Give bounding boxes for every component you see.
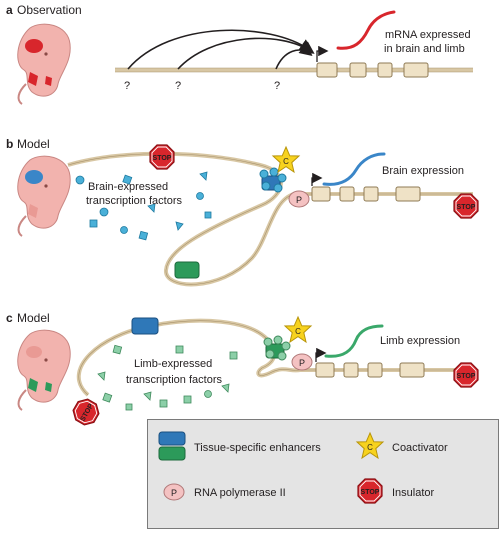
brain-factors-line1: Brain-expressed <box>88 181 168 193</box>
panel-a-letter: a <box>6 3 13 17</box>
mrna-observed <box>336 10 396 50</box>
coactivator-star-b: C <box>271 145 301 174</box>
transcription-start-arrow-b <box>311 172 323 186</box>
coactivator-letter: C <box>295 327 301 336</box>
panel-b-title: Model <box>17 137 50 151</box>
stop-sign-insulator-b1: STOP <box>149 144 175 170</box>
gene-exons-c <box>315 362 425 378</box>
limb-transcription-factors <box>97 344 238 411</box>
embryo-icon-limb <box>17 329 71 411</box>
stop-sign-text: STOP <box>153 155 172 162</box>
stop-sign-insulator-c2: STOP <box>453 362 479 388</box>
transcription-start-arrow-c <box>315 347 327 362</box>
mrna-label-line1: mRNA expressed <box>385 29 471 41</box>
legend-polymerase-icon: P <box>163 483 185 501</box>
limb-expression-label: Limb expression <box>380 335 460 347</box>
panel-b-letter: b <box>6 137 13 151</box>
coactivator-letter: C <box>283 157 289 166</box>
transcription-start-arrow-a <box>316 45 329 62</box>
rna-polymerase-b: P <box>288 190 310 208</box>
panel-c-title: Model <box>17 311 50 325</box>
stop-sign-insulator-b2: STOP <box>453 193 479 219</box>
panel-a-title: Observation <box>17 3 82 17</box>
brain-factors-line2: transcription factors <box>86 195 182 207</box>
limb-factors-line1: Limb-expressed <box>134 358 212 370</box>
limb-enhancer-complex <box>263 335 291 361</box>
panel-c-letter: c <box>6 311 13 325</box>
regulatory-arrow-3 <box>275 43 313 70</box>
legend-insulator-icon: STOP <box>357 478 383 504</box>
stop-sign-text: STOP <box>361 489 380 496</box>
unknown-mark-1: ? <box>124 80 130 92</box>
mrna-brain <box>322 152 386 186</box>
gene-exons-a <box>316 62 429 78</box>
legend-coactivator-icon: C <box>355 431 385 460</box>
stop-sign-text: STOP <box>457 204 476 211</box>
limb-enhancer-inactive-b <box>174 261 200 279</box>
polymerase-letter: P <box>296 195 302 205</box>
rna-polymerase-c: P <box>291 353 313 371</box>
polymerase-letter: P <box>171 488 177 498</box>
gene-exons-b <box>311 186 421 202</box>
limb-factors-line2: transcription factors <box>126 374 222 386</box>
panel-b: b Model STOP <box>6 137 479 287</box>
panel-a: a Observation ? ? ? <box>6 3 473 105</box>
regulatory-arrow-2 <box>177 37 315 70</box>
mrna-limb <box>324 324 384 358</box>
legend-insulator-label: Insulator <box>392 487 435 499</box>
polymerase-letter: P <box>299 358 305 368</box>
coactivator-letter: C <box>367 443 373 452</box>
stop-sign-text: STOP <box>457 373 476 380</box>
legend: Tissue-specific enhancers C Coactivator … <box>147 419 499 529</box>
stop-sign-insulator-c1: STOP <box>69 395 103 429</box>
regulatory-arrow-1 <box>127 29 313 70</box>
legend-coactivator-label: Coactivator <box>392 442 448 454</box>
embryo-icon-brain <box>17 155 71 237</box>
mrna-label-line2: in brain and limb <box>384 43 465 55</box>
brain-enhancer-inactive-c <box>131 317 159 335</box>
legend-enhancers-label: Tissue-specific enhancers <box>194 442 321 454</box>
brain-expression-label: Brain expression <box>382 165 464 177</box>
brain-enhancer-complex <box>259 167 287 193</box>
embryo-icon-brain-limb <box>17 23 71 105</box>
brain-transcription-factors <box>75 171 212 241</box>
panel-c: c Model STOP <box>6 311 479 429</box>
legend-enhancer-swatches <box>158 431 186 461</box>
unknown-mark-2: ? <box>175 80 181 92</box>
unknown-mark-3: ? <box>274 80 280 92</box>
legend-polymerase-label: RNA polymerase II <box>194 487 286 499</box>
coactivator-star-c: C <box>283 315 313 344</box>
